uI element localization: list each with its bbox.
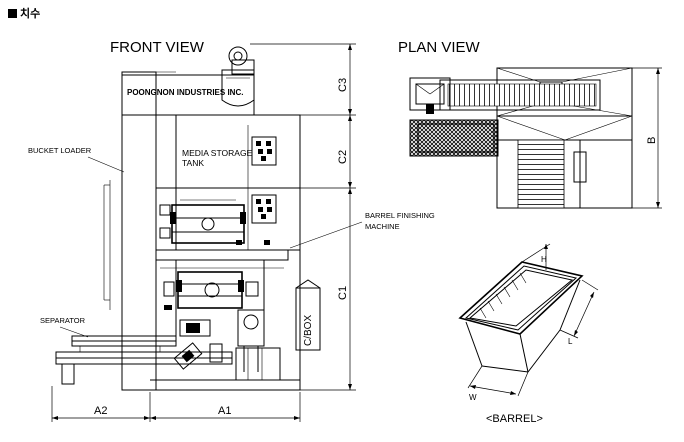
company-plate: POONGNON INDUSTRIES INC. bbox=[121, 74, 255, 116]
plan-loader-track bbox=[439, 79, 601, 111]
plan-view: PLAN VIEW bbox=[398, 39, 662, 209]
bucket-loader-label: BUCKET LOADER bbox=[28, 146, 92, 155]
barrel-frame-band bbox=[155, 249, 289, 340]
dimension-c2: C2 bbox=[337, 150, 349, 164]
barrel-finishing-label-line1: BARREL FINISHING bbox=[365, 211, 435, 220]
bucket-loader bbox=[103, 71, 176, 391]
separator bbox=[55, 335, 233, 385]
barrel-finishing-label-line2: MACHINE bbox=[365, 222, 400, 231]
section-title: 치수 bbox=[20, 8, 41, 20]
barrel-slats bbox=[479, 272, 527, 319]
plan-bucket bbox=[409, 77, 451, 114]
media-storage-label-line1: MEDIA STORAGE bbox=[182, 148, 253, 158]
drive-motor bbox=[179, 309, 265, 372]
barrel-mechanism-lower bbox=[163, 271, 259, 310]
upper-control-panel bbox=[251, 136, 277, 166]
plan-separator bbox=[409, 119, 499, 157]
barrel-finishing-leader bbox=[289, 221, 363, 249]
dimension-h: H bbox=[541, 255, 547, 264]
front-view-title: FRONT VIEW bbox=[110, 39, 205, 56]
dimension-c1: C1 bbox=[337, 286, 349, 300]
plan-machine-body bbox=[496, 115, 633, 209]
machine-base bbox=[150, 347, 300, 391]
dimension-b: B bbox=[646, 137, 658, 144]
company-plate-text: POONGNON INDUSTRIES INC. bbox=[127, 88, 243, 97]
barrel-drawing: W L H <BARREL> bbox=[458, 243, 599, 425]
media-storage-label-line2: TANK bbox=[182, 158, 204, 168]
front-view: FRONT VIEW POONGNON INDUSTRIES INC. bbox=[28, 39, 435, 422]
square-bullet-icon bbox=[8, 8, 17, 18]
horizontal-dimensions: A2 A1 bbox=[51, 386, 301, 422]
dimension-l: L bbox=[568, 337, 573, 346]
hoist-motor bbox=[221, 46, 255, 107]
cbox-label: C/BOX bbox=[303, 315, 314, 346]
plan-dimension-b: B bbox=[632, 67, 662, 209]
barrel-mechanism-upper bbox=[159, 199, 270, 245]
section-header: 치수 bbox=[8, 5, 40, 21]
separator-leader bbox=[59, 326, 89, 338]
dimension-w: W bbox=[469, 393, 477, 402]
dimension-c3: C3 bbox=[337, 78, 349, 92]
barrel-caption: <BARREL> bbox=[486, 413, 543, 425]
plan-view-title: PLAN VIEW bbox=[398, 39, 481, 56]
dimension-a2: A2 bbox=[94, 405, 107, 417]
control-box: C/BOX bbox=[295, 279, 321, 351]
separator-label: SEPARATOR bbox=[40, 316, 86, 325]
vertical-dimensions: C3 C2 C1 bbox=[250, 43, 356, 391]
bucket-loader-leader bbox=[87, 156, 125, 173]
dimension-a1: A1 bbox=[218, 405, 231, 417]
lower-control-panel bbox=[251, 194, 277, 224]
